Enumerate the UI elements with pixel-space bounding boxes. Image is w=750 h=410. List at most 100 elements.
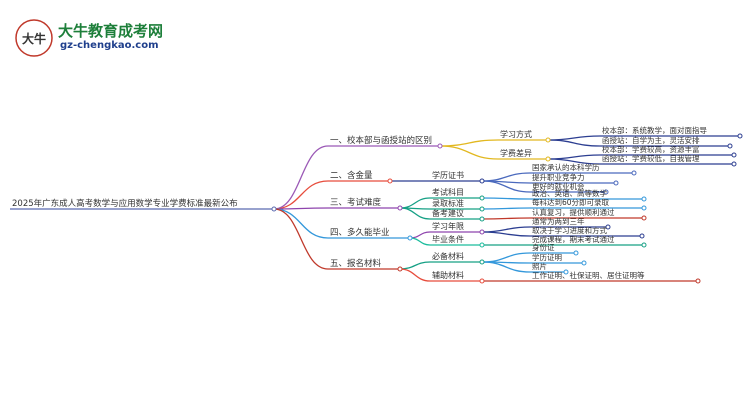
leaf-2-1-3-text: 更好的就业机会 xyxy=(532,181,585,191)
leaf-1-2-2-text: 函授站：学费较低，自我管理 xyxy=(602,153,700,163)
branch-1-text: 一、校本部与函授站的区别 xyxy=(330,135,432,146)
branch-4-dot xyxy=(407,235,413,241)
link-leaf-1-1-1 xyxy=(547,135,601,141)
leaf-5-1-2-dot xyxy=(581,260,587,266)
watermark-logo: 大牛 大牛教育成考网 gz-chengkao.com xyxy=(14,18,174,62)
branch-5-2-dot xyxy=(479,278,485,284)
leaf-4-1-1: 通常为两到三年 xyxy=(530,216,611,230)
leaf-1-1-2: 函授站：自学为主，灵活安排 xyxy=(600,135,733,149)
branch-2-1-text: 学历证书 xyxy=(432,170,464,180)
link-leaf-4-1-1 xyxy=(481,226,531,233)
leaf-2-1-1-text: 国家承认的本科学历 xyxy=(532,162,600,172)
link-leaf-3-3-1 xyxy=(481,217,531,220)
branch-5-1-dot xyxy=(479,259,485,265)
branch-3-1: 考试科目 xyxy=(430,187,485,201)
leaf-5-1-1-dot xyxy=(573,250,579,256)
leaf-4-1-1-text: 通常为两到三年 xyxy=(532,216,585,226)
leaf-1-2-1-text: 校本部：学费较高，资源丰富 xyxy=(602,144,700,154)
branch-2-1-dot xyxy=(479,178,485,184)
branch-1-1: 学习方式 xyxy=(498,129,551,143)
leaf-1-2-1-dot xyxy=(731,152,737,158)
leaf-5-2-1-text: 工作证明、社保证明、居住证明等 xyxy=(532,270,645,280)
branch-1-2: 学费差异 xyxy=(498,148,551,162)
logo-glyph: 大牛 xyxy=(22,31,46,46)
leaf-1-2-2-dot xyxy=(731,161,737,167)
branch-5-dot xyxy=(397,266,403,272)
branch-3-2: 录取标准 xyxy=(430,198,485,212)
link-branch-4-2 xyxy=(409,237,431,246)
branch-4-2: 毕业条件 xyxy=(430,234,485,248)
leaf-5-2-1: 工作证明、社保证明、居住证明等 xyxy=(530,270,701,284)
link-leaf-5-1-1 xyxy=(481,252,531,263)
leaf-3-2-1-text: 每科达到60分即可录取 xyxy=(532,197,610,207)
link-leaf-2-1-3 xyxy=(481,180,531,193)
leaf-4-1-2-dot xyxy=(639,233,645,239)
branch-3-3: 备考建议 xyxy=(430,208,485,222)
branch-5-2: 辅助材料 xyxy=(430,270,485,284)
leaf-5-1-3: 照片 xyxy=(530,261,569,275)
leaf-4-1-1-dot xyxy=(605,224,611,230)
link-leaf-4-1-2 xyxy=(481,231,531,237)
link-branch-2 xyxy=(273,180,329,210)
branch-1-1-text: 学习方式 xyxy=(500,129,532,139)
link-leaf-1-2-1 xyxy=(547,154,601,160)
link-branch-3-3 xyxy=(399,207,431,220)
link-branch-1 xyxy=(273,145,329,210)
leaf-4-1-2-text: 取决于学习进度和方式 xyxy=(532,225,607,235)
branch-2: 二、含金量 xyxy=(328,170,393,184)
leaf-4-2-1-text: 完成课程，期末考试通过 xyxy=(532,234,615,244)
leaf-2-1-1: 国家承认的本科学历 xyxy=(530,162,637,176)
leaf-5-1-1: 身份证 xyxy=(530,242,579,256)
leaf-2-1-1-dot xyxy=(631,170,637,176)
branch-1: 一、校本部与函授站的区别 xyxy=(328,135,443,149)
link-leaf-1-1-2 xyxy=(547,139,601,147)
branch-3: 三、考试难度 xyxy=(328,197,403,211)
branch-3-1-text: 考试科目 xyxy=(432,187,464,197)
branch-2-dot xyxy=(387,178,393,184)
branch-1-2-text: 学费差异 xyxy=(500,148,532,158)
leaf-5-1-2-text: 学历证明 xyxy=(532,252,562,262)
branch-3-dot xyxy=(397,205,403,211)
link-leaf-2-1-1 xyxy=(481,172,531,182)
branch-4-2-text: 毕业条件 xyxy=(432,234,464,244)
link-branch-1-1 xyxy=(439,139,499,147)
mind-map-nodes: 2025年广东成人高考数学与应用数学专业学费标准最新公布 一、校本部与函授站的区别… xyxy=(10,125,743,284)
branch-3-1-dot xyxy=(479,195,485,201)
leaf-5-1-2: 学历证明 xyxy=(530,252,587,266)
link-branch-4-1 xyxy=(409,231,431,239)
leaf-3-1-1-text: 政治、英语、高等数学 xyxy=(532,188,607,198)
branch-1-2-dot xyxy=(545,156,551,162)
leaf-5-2-1-dot xyxy=(695,278,701,284)
link-leaf-1-2-2 xyxy=(547,158,601,165)
leaf-2-1-2-dot xyxy=(613,180,619,186)
leaf-5-1-3-dot xyxy=(563,269,569,275)
link-leaf-3-1-1 xyxy=(481,197,531,200)
link-branch-5-1 xyxy=(399,261,431,270)
leaf-1-1-2-text: 函授站：自学为主，灵活安排 xyxy=(602,135,700,145)
root-topic-dot xyxy=(271,206,277,212)
leaf-4-2-1-dot xyxy=(641,242,647,248)
leaf-5-1-1-text: 身份证 xyxy=(532,242,555,252)
link-branch-5-2 xyxy=(399,268,431,282)
branch-3-2-dot xyxy=(479,206,485,212)
link-leaf-5-1-3 xyxy=(481,261,531,273)
branch-4-text: 四、多久能毕业 xyxy=(330,227,390,238)
link-branch-3-1 xyxy=(399,197,431,209)
leaf-2-1-2-text: 提升职业竞争力 xyxy=(532,172,585,182)
leaf-1-1-1: 校本部：系统教学，面对面指导 xyxy=(600,125,743,139)
leaf-3-2-1: 每科达到60分即可录取 xyxy=(530,197,647,211)
root-topic-text: 2025年广东成人高考数学与应用数学专业学费标准最新公布 xyxy=(12,198,238,209)
leaf-1-1-1-dot xyxy=(737,133,743,139)
branch-3-2-text: 录取标准 xyxy=(432,198,464,208)
branch-4-1-dot xyxy=(479,229,485,235)
link-leaf-3-2-1 xyxy=(481,207,531,210)
leaf-3-3-1: 认真复习，提供顺利通过 xyxy=(530,207,647,221)
branch-3-3-text: 备考建议 xyxy=(432,208,464,218)
leaf-2-1-3: 更好的就业机会 xyxy=(530,181,609,195)
branch-1-dot xyxy=(437,143,443,149)
leaf-1-2-1: 校本部：学费较高，资源丰富 xyxy=(600,144,737,158)
leaf-3-1-1-dot xyxy=(641,196,647,202)
branch-2-text: 二、含金量 xyxy=(330,170,373,181)
branch-4-1-text: 学习年限 xyxy=(432,221,464,231)
